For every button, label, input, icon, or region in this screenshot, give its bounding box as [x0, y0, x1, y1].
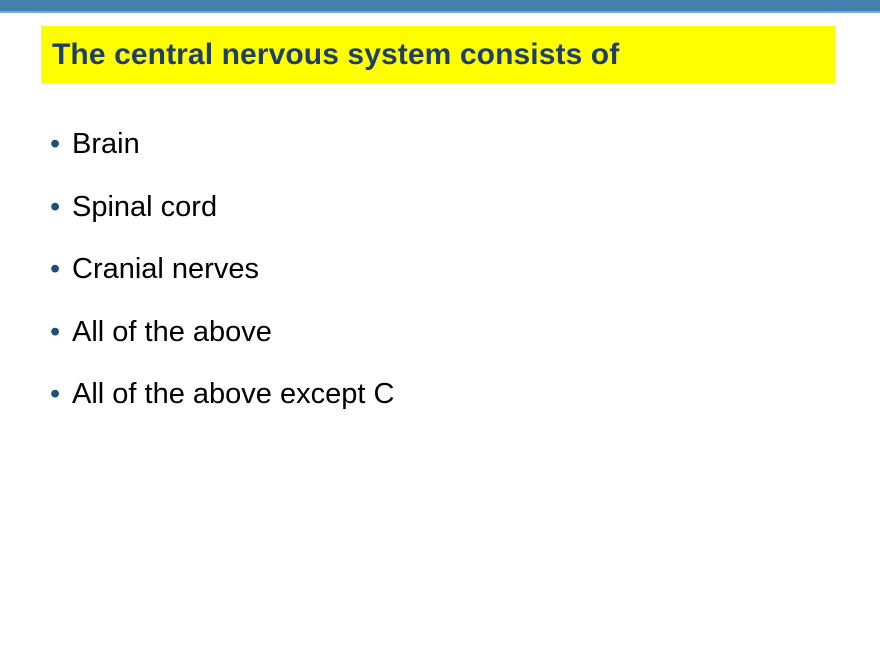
bullet-point-icon: • [50, 315, 61, 348]
list-item: • Brain [50, 130, 850, 193]
list-item: • All of the above except C [50, 380, 850, 443]
bullet-point-icon: • [50, 378, 61, 410]
bullet-point-icon: • [50, 128, 61, 160]
top-accent-bar-highlight [0, 11, 880, 13]
list-item-label: Cranial nerves [72, 253, 259, 285]
bullet-list: • Brain • Spinal cord • Cranial nerves •… [50, 130, 850, 443]
title-highlight-box: The central nervous system consists of [41, 26, 835, 83]
top-accent-bar [0, 0, 880, 11]
list-item-label: All of the above [72, 315, 272, 348]
list-item: • All of the above [50, 315, 850, 381]
bullet-point-icon: • [50, 190, 61, 223]
list-item-label: Brain [72, 128, 140, 160]
list-item-label: Spinal cord [72, 190, 218, 223]
bullet-point-icon: • [50, 253, 61, 285]
list-item-label: All of the above except C [72, 378, 395, 410]
list-item: • Spinal cord [50, 190, 850, 256]
slide-title: The central nervous system consists of [52, 37, 620, 71]
list-item: • Cranial nerves [50, 255, 850, 318]
